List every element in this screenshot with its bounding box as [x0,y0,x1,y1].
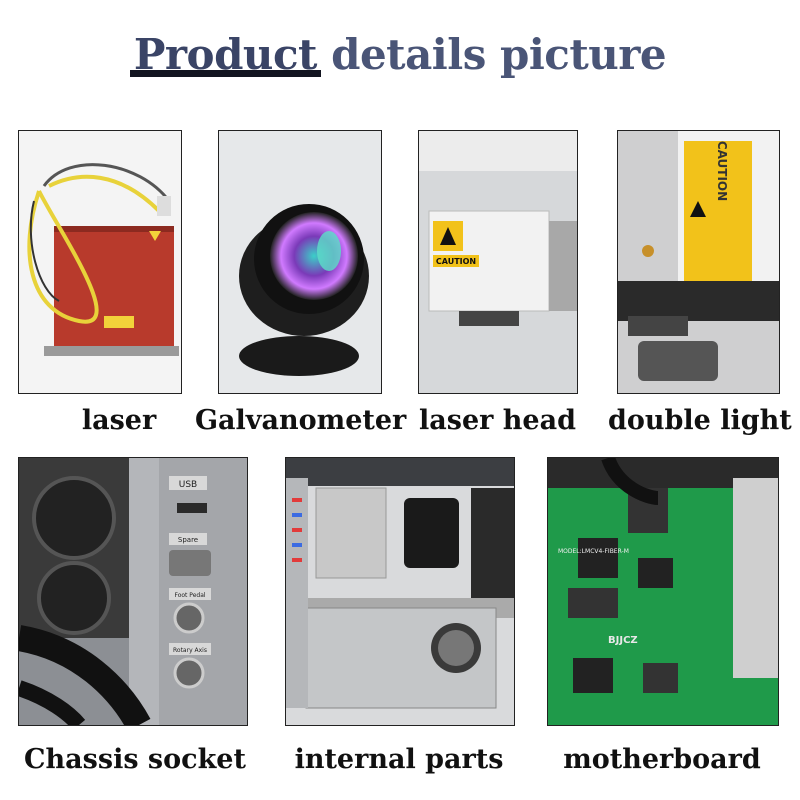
bjjcz-label: BJJCZ [608,635,638,646]
label-chassis-socket: Chassis socket [24,744,246,775]
galvanometer-photo [218,130,382,394]
label-galvanometer: Galvanometer [195,405,407,436]
model-label: MODEL:LMCV4-FIBER-M [558,548,629,555]
foot-pedal-label: Foot Pedal [174,592,205,599]
laser-photo [18,130,182,394]
caution-sign: CAUTION [436,257,476,266]
title-product: Product [133,30,318,79]
page-title: Product details picture [0,30,800,79]
label-motherboard: motherboard [563,744,761,775]
title-rest: details picture [331,30,667,79]
laser-head-photo: CAUTION [418,130,578,394]
internal-parts-photo [285,457,515,726]
chassis-socket-photo: USB Spare Foot Pedal Rotary Axis [18,457,248,726]
spare-label: Spare [178,536,198,544]
label-double-light: double light [608,405,792,436]
label-internal-parts: internal parts [294,744,504,775]
label-laser: laser [81,405,157,436]
motherboard-photo: BJJCZ MODEL:LMCV4-FIBER-M [547,457,779,726]
usb-label: USB [179,480,197,490]
double-light-photo: CAUTION [617,130,780,394]
rotary-axis-label: Rotary Axis [173,647,207,654]
label-laser-head: laser head [419,405,576,436]
caution-sign-2: CAUTION [715,141,729,201]
